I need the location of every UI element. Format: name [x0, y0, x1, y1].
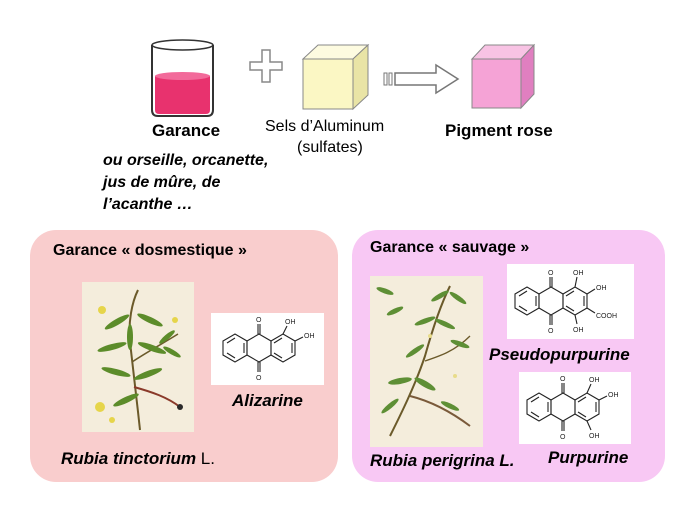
- product-label: Pigment rose: [445, 121, 553, 140]
- domestic-species-name: Rubia tinctorium L.: [61, 449, 215, 469]
- alizarine-label: Alizarine: [232, 391, 303, 410]
- alternatives-line: jus de mûre, de: [103, 174, 221, 191]
- wild-species-name: Rubia perigrina L.: [370, 451, 515, 470]
- oxygen-label: O: [256, 317, 262, 324]
- pseudopurpurine-structure: O O OH OH COOH OH: [507, 264, 634, 339]
- purpurine-label: Purpurine: [548, 448, 629, 467]
- rubia-peregrina-illustration: [370, 276, 483, 447]
- wild-title: Garance « sauvage »: [370, 239, 530, 256]
- alizarine-structure: O O OH OH: [211, 313, 324, 385]
- hydroxyl-label: OH: [589, 433, 600, 440]
- rubia-tinctorium-illustration: [82, 282, 194, 432]
- hydroxyl-label: OH: [608, 392, 619, 399]
- salts-label-line2: (sulfates): [297, 139, 363, 156]
- plus-icon: [249, 49, 283, 83]
- salts-label-line1: Sels d’Aluminum: [265, 118, 385, 135]
- oxygen-label: O: [256, 375, 262, 382]
- domestic-title: Garance « dosmestique »: [53, 242, 247, 259]
- oxygen-label: O: [548, 270, 554, 277]
- oxygen-label: O: [560, 376, 566, 383]
- purpurine-structure: O O OH OH OH: [519, 372, 631, 444]
- salt-cube-icon: [301, 43, 370, 111]
- beaker-icon: [151, 39, 214, 117]
- oxygen-label: O: [560, 434, 566, 441]
- hydroxyl-label: OH: [573, 270, 584, 277]
- hydroxyl-label: OH: [285, 319, 296, 326]
- species-author: L.: [196, 449, 215, 468]
- alternatives-line: l’acanthe …: [103, 196, 193, 213]
- arrow-icon: [383, 63, 460, 95]
- hydroxyl-label: OH: [304, 333, 315, 340]
- hydroxyl-label: OH: [589, 377, 600, 384]
- pseudopurpurine-label: Pseudopurpurine: [489, 345, 630, 364]
- garance-label: Garance: [152, 121, 221, 140]
- oxygen-label: O: [548, 328, 554, 335]
- species-binomial: Rubia tinctorium: [61, 449, 197, 468]
- carboxyl-label: COOH: [596, 313, 617, 320]
- alternatives-text: ou orseille, orcanette, jus de mûre, de …: [103, 150, 268, 216]
- reaction-illustrations: [151, 39, 536, 117]
- hydroxyl-label: OH: [596, 285, 607, 292]
- pigment-cube-icon: [470, 43, 536, 110]
- alternatives-line: ou orseille, orcanette,: [103, 152, 269, 169]
- hydroxyl-label: OH: [573, 327, 584, 334]
